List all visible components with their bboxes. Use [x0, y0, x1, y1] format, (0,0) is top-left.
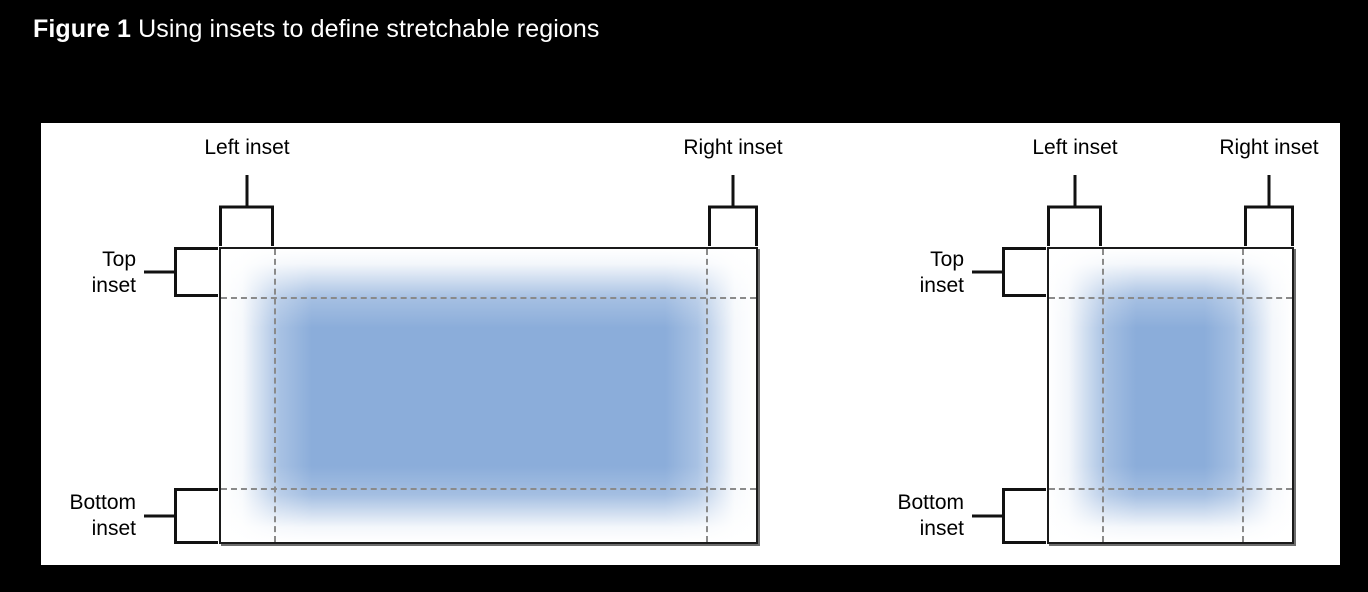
narrow-top-leaders	[1047, 175, 1294, 246]
wide-top-inset-label-line2: inset	[91, 274, 136, 297]
wide-bottom-inset-label: Bottom inset	[0, 490, 136, 542]
narrow-left-inset-label: Left inset	[1032, 136, 1118, 159]
narrow-bottom-inset-label-line1: Bottom	[897, 491, 964, 514]
figure-number: Figure 1	[33, 15, 132, 43]
narrow-top-inset-label-line1: Top	[930, 248, 964, 271]
figure-title: Using insets to define stretchable regio…	[138, 15, 600, 43]
narrow-bottom-inset-label-line2: inset	[919, 517, 964, 540]
wide-top-inset-label: Top inset	[0, 247, 136, 299]
narrow-top-inset-label-line2: inset	[919, 274, 964, 297]
wide-bottom-inset-label-line1: Bottom	[69, 491, 136, 514]
figure-caption: Figure 1 Using insets to define stretcha…	[33, 12, 600, 46]
wide-left-inset-label: Left inset	[204, 136, 290, 159]
narrow-bottom-inset-label: Bottom inset	[789, 490, 964, 542]
wide-top-leaders	[219, 175, 758, 246]
wide-right-inset-label: Right inset	[683, 136, 783, 159]
narrow-image-fill	[1049, 249, 1292, 542]
narrow-image-box	[1047, 247, 1294, 544]
narrow-right-inset-label: Right inset	[1219, 136, 1319, 159]
wide-image-box	[219, 247, 758, 544]
wide-top-inset-label-line1: Top	[102, 248, 136, 271]
wide-bottom-inset-label-line2: inset	[91, 517, 136, 540]
narrow-top-inset-label: Top inset	[789, 247, 964, 299]
narrow-side-leaders	[972, 247, 1046, 544]
wide-side-leaders	[144, 247, 218, 544]
figure-card: Left inset Right inset Top inset Bot	[41, 123, 1340, 565]
